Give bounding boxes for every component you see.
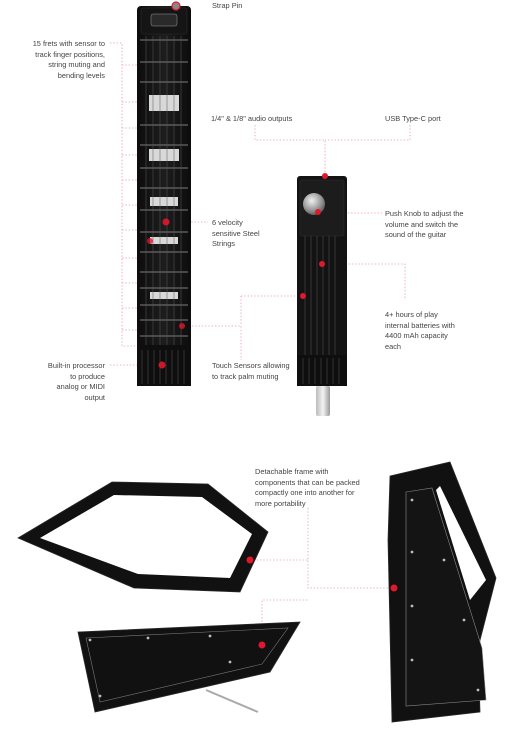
frame-label: Detachable frame with components that ca…	[255, 467, 360, 508]
push-knob-label: Push Knob to adjust the volume and switc…	[385, 209, 464, 239]
strings-label: 6 velocity sensitive Steel Strings	[212, 218, 260, 248]
usb-marker-icon	[322, 173, 328, 179]
strap-pin-icon	[171, 1, 181, 11]
usb-label: USB Type-C port	[385, 114, 441, 123]
frets-label: 15 frets with sensor to track finger pos…	[32, 39, 105, 80]
strap-pin-label: Strap Pin	[212, 1, 243, 10]
audio-plug-icon	[316, 386, 330, 416]
processor-label: Built-in processor to produce analog or …	[47, 361, 105, 402]
strings-marker-icon	[162, 218, 170, 226]
processor-marker-icon	[158, 361, 166, 369]
battery-label: 4+ hours of play internal batteries with…	[385, 310, 455, 351]
frame-piece-left	[17, 481, 269, 593]
frame-piece-right	[387, 461, 497, 723]
frame-piece-bottom	[77, 621, 301, 713]
guitar-body-closeup	[297, 173, 347, 416]
leader-lines	[110, 42, 411, 645]
guitar-neck-front	[137, 1, 191, 386]
logo-badge	[150, 13, 178, 27]
push-knob-icon	[303, 193, 325, 215]
audio-outputs-label: 1/4" & 1/8" audio outputs	[211, 114, 293, 123]
touch-sensors-label: Touch Sensors allowing to track palm mut…	[212, 361, 290, 381]
